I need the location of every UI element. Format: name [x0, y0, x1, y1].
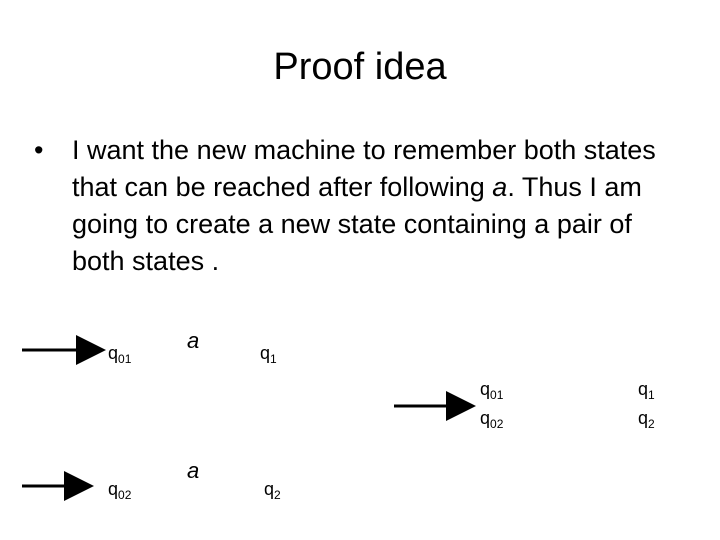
bullet-text-before: I want the new machine to remember both … [72, 135, 656, 202]
bullet-text: I want the new machine to remember both … [72, 132, 674, 280]
bullet-symbol-a: a [492, 172, 508, 202]
pair-state-q02-label: q02 [480, 408, 504, 431]
edge-label-a-bottom: a [187, 458, 199, 483]
edge-label-a-top: a [187, 328, 199, 353]
state-q02-label: q02 [108, 479, 132, 502]
bullet-marker: • [34, 135, 44, 165]
slide-title: Proof idea [273, 46, 447, 88]
bullet-point: • I want the new machine to remember bot… [34, 132, 674, 280]
state-q1-label: q1 [260, 343, 277, 366]
diagram-svg: q01 a q1 q02 a q2 q01 q02 q1 q2 [22, 328, 655, 502]
state-q2-label: q2 [264, 479, 281, 502]
pair-state-q1-label: q1 [638, 379, 655, 402]
pair-state-q2-label: q2 [638, 408, 655, 431]
bullet-text-after: . Thus I am going to create a new state … [72, 172, 642, 276]
state-q01-label: q01 [108, 343, 132, 366]
automaton-diagram: q01 a q1 q02 a q2 q01 q02 q1 q2 [0, 300, 720, 540]
pair-state-q01-label: q01 [480, 379, 504, 402]
